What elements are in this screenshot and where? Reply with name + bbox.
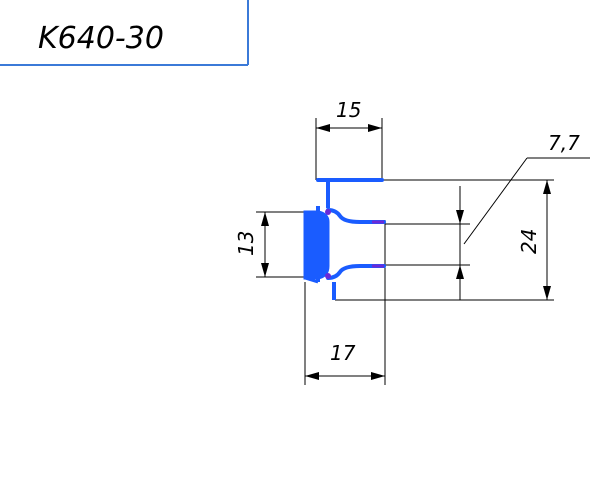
dim-label-right-height: 24 bbox=[517, 229, 541, 254]
dimension-labels: 15 17 13 24 7,7 bbox=[234, 98, 580, 365]
dimension-lines bbox=[261, 124, 590, 380]
profile-section bbox=[303, 178, 386, 300]
dim-label-top-width: 15 bbox=[336, 98, 361, 122]
drawing-title: K640-30 bbox=[38, 21, 164, 56]
dim-label-bottom-width: 17 bbox=[330, 341, 356, 365]
extension-lines bbox=[256, 118, 554, 385]
dim-label-left-height: 13 bbox=[234, 231, 258, 256]
dim-label-leader: 7,7 bbox=[548, 131, 580, 155]
title-block: K640-30 bbox=[0, 0, 249, 66]
